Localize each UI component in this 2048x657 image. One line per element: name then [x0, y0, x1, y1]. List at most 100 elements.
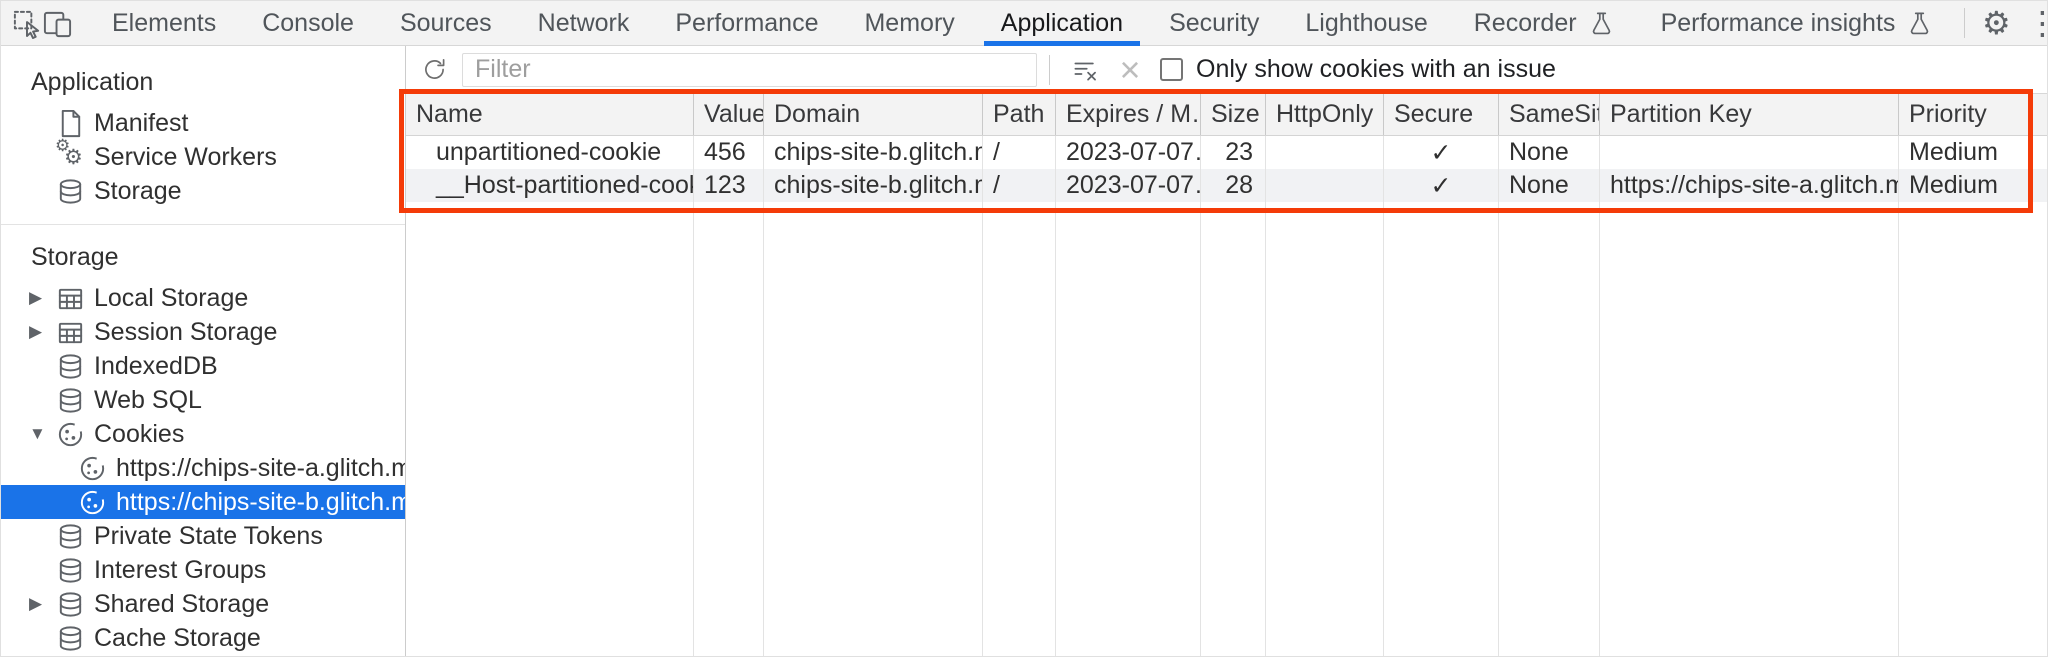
tab-application[interactable]: Application: [978, 1, 1146, 46]
cell-samesite[interactable]: None: [1499, 136, 1600, 169]
sidebar-item-indexeddb[interactable]: IndexedDB: [1, 349, 405, 383]
tab-recorder[interactable]: Recorder: [1451, 1, 1638, 45]
tab-elements[interactable]: Elements: [112, 8, 217, 37]
database-icon: [59, 387, 82, 413]
tab-lighthouse[interactable]: Lighthouse: [1305, 8, 1428, 37]
sidebar-item-web-sql[interactable]: Web SQL: [1, 383, 405, 417]
document-icon: [61, 109, 81, 137]
cell-priority[interactable]: Medium: [1909, 171, 1998, 199]
chevron-expanded-icon[interactable]: ▼: [29, 424, 46, 443]
cell-size[interactable]: 28: [1201, 169, 1266, 202]
column-header-secure[interactable]: Secure: [1384, 94, 1499, 135]
column-header-samesite[interactable]: SameSite: [1499, 94, 1600, 135]
experiment-flask-icon: [1911, 12, 1929, 34]
cookie-icon: [80, 454, 108, 480]
sidebar-item-local-storage[interactable]: ▶ Local Storage: [29, 283, 249, 312]
devtools-content: Application Manifest ⚙⚙ Service Workers …: [1, 46, 2047, 656]
cell-partition-key[interactable]: [1600, 136, 1899, 169]
chevron-collapsed-icon[interactable]: ▶: [29, 322, 43, 341]
cell-domain[interactable]: chips-site-b.glitch.me: [764, 169, 983, 202]
table-icon: [58, 288, 83, 309]
cell-value[interactable]: 123: [694, 169, 764, 202]
devtools-tab-bar: Elements Console Sources Network Perform…: [89, 1, 1957, 46]
chevron-collapsed-icon[interactable]: ▶: [29, 288, 43, 307]
cookie-icon: [80, 488, 108, 514]
application-sidebar: Application Manifest ⚙⚙ Service Workers …: [1, 46, 406, 656]
cell-httponly[interactable]: [1266, 136, 1384, 169]
cell-path[interactable]: /: [983, 136, 1056, 169]
database-icon: [59, 523, 82, 549]
column-header-partition-key[interactable]: Partition Key: [1600, 94, 1899, 135]
service-workers-icon: ⚙⚙: [55, 135, 83, 169]
toolbar-divider: [1049, 54, 1050, 85]
toolbar-divider: [1964, 8, 1966, 38]
column-header-size[interactable]: Size: [1201, 94, 1266, 135]
cell-name[interactable]: unpartitioned-cookie: [406, 136, 694, 169]
column-header-priority[interactable]: Priority: [1909, 100, 1987, 128]
cookie-row-host-partitioned[interactable]: __Host-partitioned-cookie 123 chips-site…: [406, 169, 2047, 202]
sidebar-section-storage: Storage: [31, 243, 119, 271]
cell-priority[interactable]: Medium: [1909, 138, 1998, 166]
cell-value[interactable]: 456: [694, 136, 764, 169]
cookie-table-header: Name Value Domain Path Expires / M… Size…: [406, 94, 2047, 136]
refresh-icon[interactable]: [406, 56, 462, 83]
inspect-element-icon[interactable]: [11, 1, 42, 45]
cell-domain[interactable]: chips-site-b.glitch.me: [764, 136, 983, 169]
sidebar-item-storage[interactable]: Storage: [1, 174, 405, 208]
cell-partition-key[interactable]: https://chips-site-a.glitch.me: [1600, 169, 1899, 202]
tab-performance[interactable]: Performance: [675, 8, 819, 37]
cookies-panel: × Only show cookies with an issue Name V…: [399, 46, 2047, 656]
sidebar-section-application: Application: [31, 68, 154, 96]
column-header-value[interactable]: Value: [694, 94, 764, 135]
delete-icon[interactable]: ×: [1119, 48, 1141, 90]
tab-memory[interactable]: Memory: [864, 8, 955, 37]
experiment-flask-icon: [1592, 12, 1610, 34]
cell-name[interactable]: __Host-partitioned-cookie: [406, 169, 694, 202]
sidebar-item-shared-storage[interactable]: ▶ Shared Storage: [29, 589, 270, 618]
sidebar-item-private-state-tokens[interactable]: Private State Tokens: [1, 519, 405, 553]
sidebar-item-cookies[interactable]: ▼ Cookies: [29, 419, 185, 448]
cell-path[interactable]: /: [983, 169, 1056, 202]
column-header-path[interactable]: Path: [983, 94, 1056, 135]
database-icon: [59, 625, 82, 651]
chevron-collapsed-icon[interactable]: ▶: [29, 594, 43, 613]
cell-size[interactable]: 23: [1201, 136, 1266, 169]
cell-expires[interactable]: 2023-07-07…: [1056, 136, 1201, 169]
column-header-name[interactable]: Name: [406, 94, 694, 135]
empty-grid-area: [406, 202, 2047, 656]
filter-input[interactable]: [462, 52, 1037, 87]
issue-filter[interactable]: Only show cookies with an issue: [1160, 55, 1556, 84]
cell-samesite[interactable]: None: [1499, 169, 1600, 202]
database-icon: [59, 557, 82, 583]
database-icon: [59, 178, 82, 204]
tab-sources[interactable]: Sources: [399, 8, 492, 37]
cookie-row-unpartitioned[interactable]: unpartitioned-cookie 456 chips-site-b.gl…: [406, 136, 2047, 169]
column-header-expires[interactable]: Expires / M…: [1056, 94, 1201, 135]
sidebar-item-service-workers[interactable]: ⚙⚙ Service Workers: [55, 135, 277, 171]
more-options-icon[interactable]: ⋮: [2019, 1, 2047, 45]
devtools-top-toolbar: Elements Console Sources Network Perform…: [1, 1, 2047, 46]
sidebar-section-storage-wrap: Storage ▶ Local Storage ▶ Session Storag…: [1, 224, 405, 655]
sidebar-item-cache-storage[interactable]: Cache Storage: [1, 621, 405, 655]
sidebar-item-interest-groups[interactable]: Interest Groups: [1, 553, 405, 587]
cell-expires[interactable]: 2023-07-07…: [1056, 169, 1201, 202]
cell-httponly[interactable]: [1266, 169, 1384, 202]
clear-filter-icon[interactable]: [1062, 56, 1108, 84]
cell-secure[interactable]: ✓: [1384, 169, 1499, 202]
column-header-domain[interactable]: Domain: [764, 94, 983, 135]
sidebar-item-cookies-chips-site-a[interactable]: https://chips-site-a.glitch.me: [1, 451, 405, 485]
tab-console[interactable]: Console: [262, 8, 354, 37]
sidebar-item-cookies-chips-site-b[interactable]: https://chips-site-b.glitch.me: [1, 485, 405, 519]
sidebar-item-manifest[interactable]: Manifest: [1, 106, 405, 140]
settings-gear-icon[interactable]: ⚙: [1982, 5, 2011, 41]
device-toolbar-icon[interactable]: [42, 1, 73, 45]
cell-secure[interactable]: ✓: [1384, 136, 1499, 169]
issue-filter-checkbox[interactable]: [1160, 58, 1183, 81]
toolbar-right-controls: ⚙ ⋮ ×: [1956, 1, 2047, 45]
tab-performance-insights[interactable]: Performance insights: [1638, 1, 1957, 45]
column-header-httponly[interactable]: HttpOnly: [1266, 94, 1384, 135]
sidebar-item-session-storage[interactable]: ▶ Session Storage: [29, 317, 278, 346]
tab-network[interactable]: Network: [537, 8, 630, 37]
tab-security[interactable]: Security: [1169, 8, 1260, 37]
